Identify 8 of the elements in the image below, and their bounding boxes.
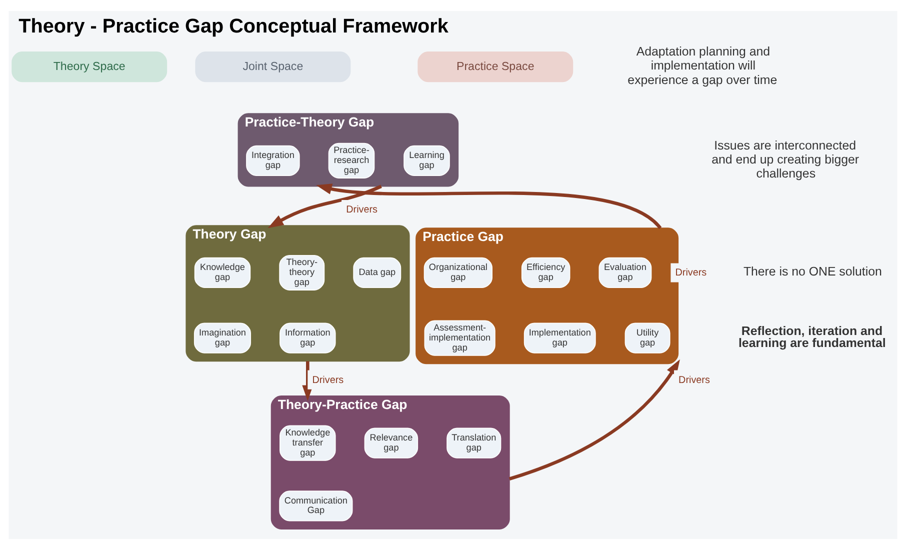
label: Reflection, iteration and learning are fundamental xyxy=(738,324,886,350)
diagram-title: Theory - Practice Gap Conceptual Framework xyxy=(18,16,448,38)
edge-label: Drivers xyxy=(346,204,378,216)
label: There is no ONE solution xyxy=(743,264,882,279)
label: Issues are interconnected and end up creating bigger challenges xyxy=(712,138,860,181)
edge-label: Drivers xyxy=(678,374,710,386)
label: Adaptation planning and implementation will experience a gap over time xyxy=(628,44,778,87)
edge-label: Drivers xyxy=(312,374,344,386)
